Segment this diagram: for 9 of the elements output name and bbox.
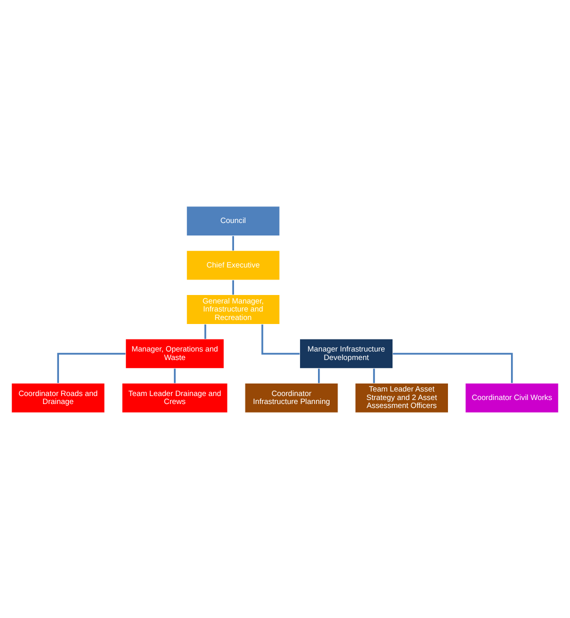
connector — [232, 236, 234, 250]
connector — [232, 280, 234, 294]
connector — [318, 368, 320, 383]
connector — [261, 324, 300, 354]
connector — [392, 352, 513, 382]
connector — [174, 368, 176, 383]
connector — [204, 324, 206, 338]
connector — [57, 352, 126, 382]
connector — [373, 368, 375, 383]
